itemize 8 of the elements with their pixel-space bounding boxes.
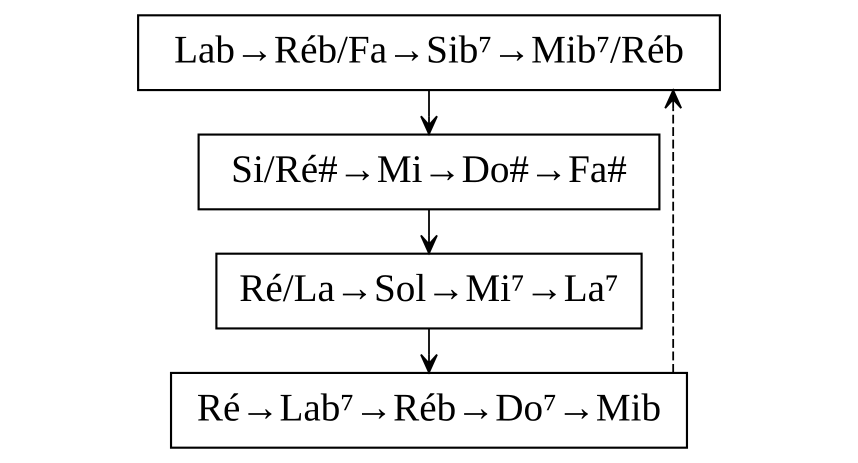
arrow [420,328,438,374]
arrow [420,210,438,254]
node-box: Ré/La→Sol→Mi⁷→La⁷ [215,252,643,330]
node-box: Si/Ré#→Mi→Do#→Fa# [198,133,660,210]
arrow [664,89,682,373]
node-box: Ré→Lab⁷→Réb→Do⁷→Mib [170,372,688,449]
node-box: Lab→Réb/Fa→Sib⁷→Mib⁷/Réb [137,14,721,92]
arrow [420,90,438,135]
